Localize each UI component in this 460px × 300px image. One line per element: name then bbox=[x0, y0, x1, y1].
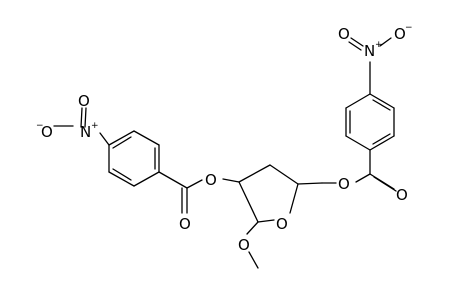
right-carbonyl-oxygen-label: O bbox=[396, 186, 408, 204]
right-nitro-oxygen-right-label: O bbox=[394, 25, 406, 43]
right-nitro-nitrogen-label: N bbox=[364, 42, 375, 60]
left-nitro-oxygen-charge: − bbox=[36, 121, 44, 131]
left-nitro-oxygen-top-label: O bbox=[78, 92, 90, 110]
right-ester-oxygen-label: O bbox=[338, 175, 350, 193]
left-nitro-nitrogen-charge: + bbox=[91, 121, 99, 131]
right-ester-linkage bbox=[297, 149, 397, 192]
right-nitro-group bbox=[348, 37, 392, 51]
furanose-ring bbox=[238, 164, 299, 223]
ring-oxygen-label: O bbox=[276, 215, 288, 233]
left-carbonyl-oxygen-label: O bbox=[179, 215, 191, 233]
left-ester-oxygen-label: O bbox=[205, 171, 217, 189]
left-nitro-nitrogen-label: N bbox=[80, 123, 91, 141]
left-ester-linkage bbox=[158, 171, 240, 214]
methoxy-oxygen-label: O bbox=[238, 236, 250, 254]
methoxy-group bbox=[246, 221, 259, 269]
left-benzene-ring bbox=[99, 130, 160, 187]
left-nitro-oxygen-bottom-label: O bbox=[41, 123, 53, 141]
left-nitro-group bbox=[53, 107, 87, 128]
right-nitro-nitrogen-charge: + bbox=[375, 40, 383, 50]
right-nitro-oxygen-charge: − bbox=[405, 23, 413, 33]
right-nitro-oxygen-left-label: O bbox=[338, 25, 350, 43]
right-benzene-ring bbox=[345, 61, 395, 151]
